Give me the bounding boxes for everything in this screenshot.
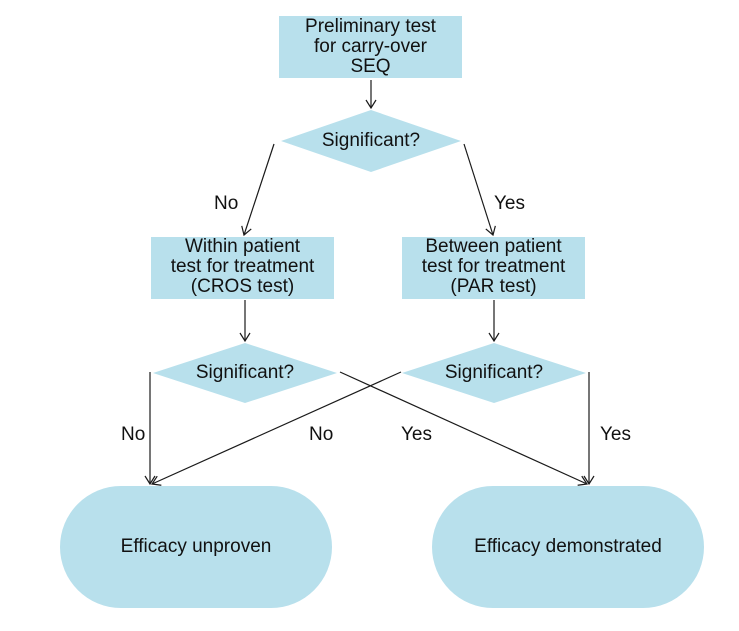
edge-label-right-yes: Yes (600, 424, 631, 445)
efficacy-demonstrated-label: Efficacy demonstrated (474, 536, 662, 557)
arrow-decision-no-to-cros (241, 143, 275, 237)
decision-right-label: Significant? (444, 362, 544, 383)
edge-label-left-no: No (121, 424, 146, 445)
cros-test-label: Within patient test for treatment (CROS … (170, 236, 315, 297)
edge-label-left-yes: Yes (401, 424, 432, 445)
decision-top-label: Significant? (321, 130, 421, 151)
decision-top-diamond (281, 110, 461, 172)
decision-left-diamond (153, 343, 337, 403)
par-test-box (402, 237, 585, 299)
edge-label-top-yes: Yes (494, 193, 525, 214)
efficacy-unproven-terminal (60, 486, 332, 608)
arrow-left-yes-to-demonstrated (339, 371, 589, 486)
par-test-label: Between patient test for treatment (PAR … (421, 236, 566, 297)
decision-left-label: Significant? (195, 362, 295, 383)
efficacy-demonstrated-terminal (432, 486, 704, 608)
edge-label-top-no: No (214, 193, 239, 214)
efficacy-unproven-label: Efficacy unproven (120, 536, 272, 557)
arrow-decision-yes-to-par (463, 143, 496, 237)
carryover-test-box (279, 16, 462, 78)
cros-test-box (151, 237, 334, 299)
arrow-right-no-to-unproven (150, 371, 402, 486)
edge-label-right-no: No (309, 424, 334, 445)
decision-right-diamond (402, 343, 586, 403)
carryover-test-label: Preliminary test for carry-over SEQ (305, 16, 436, 77)
